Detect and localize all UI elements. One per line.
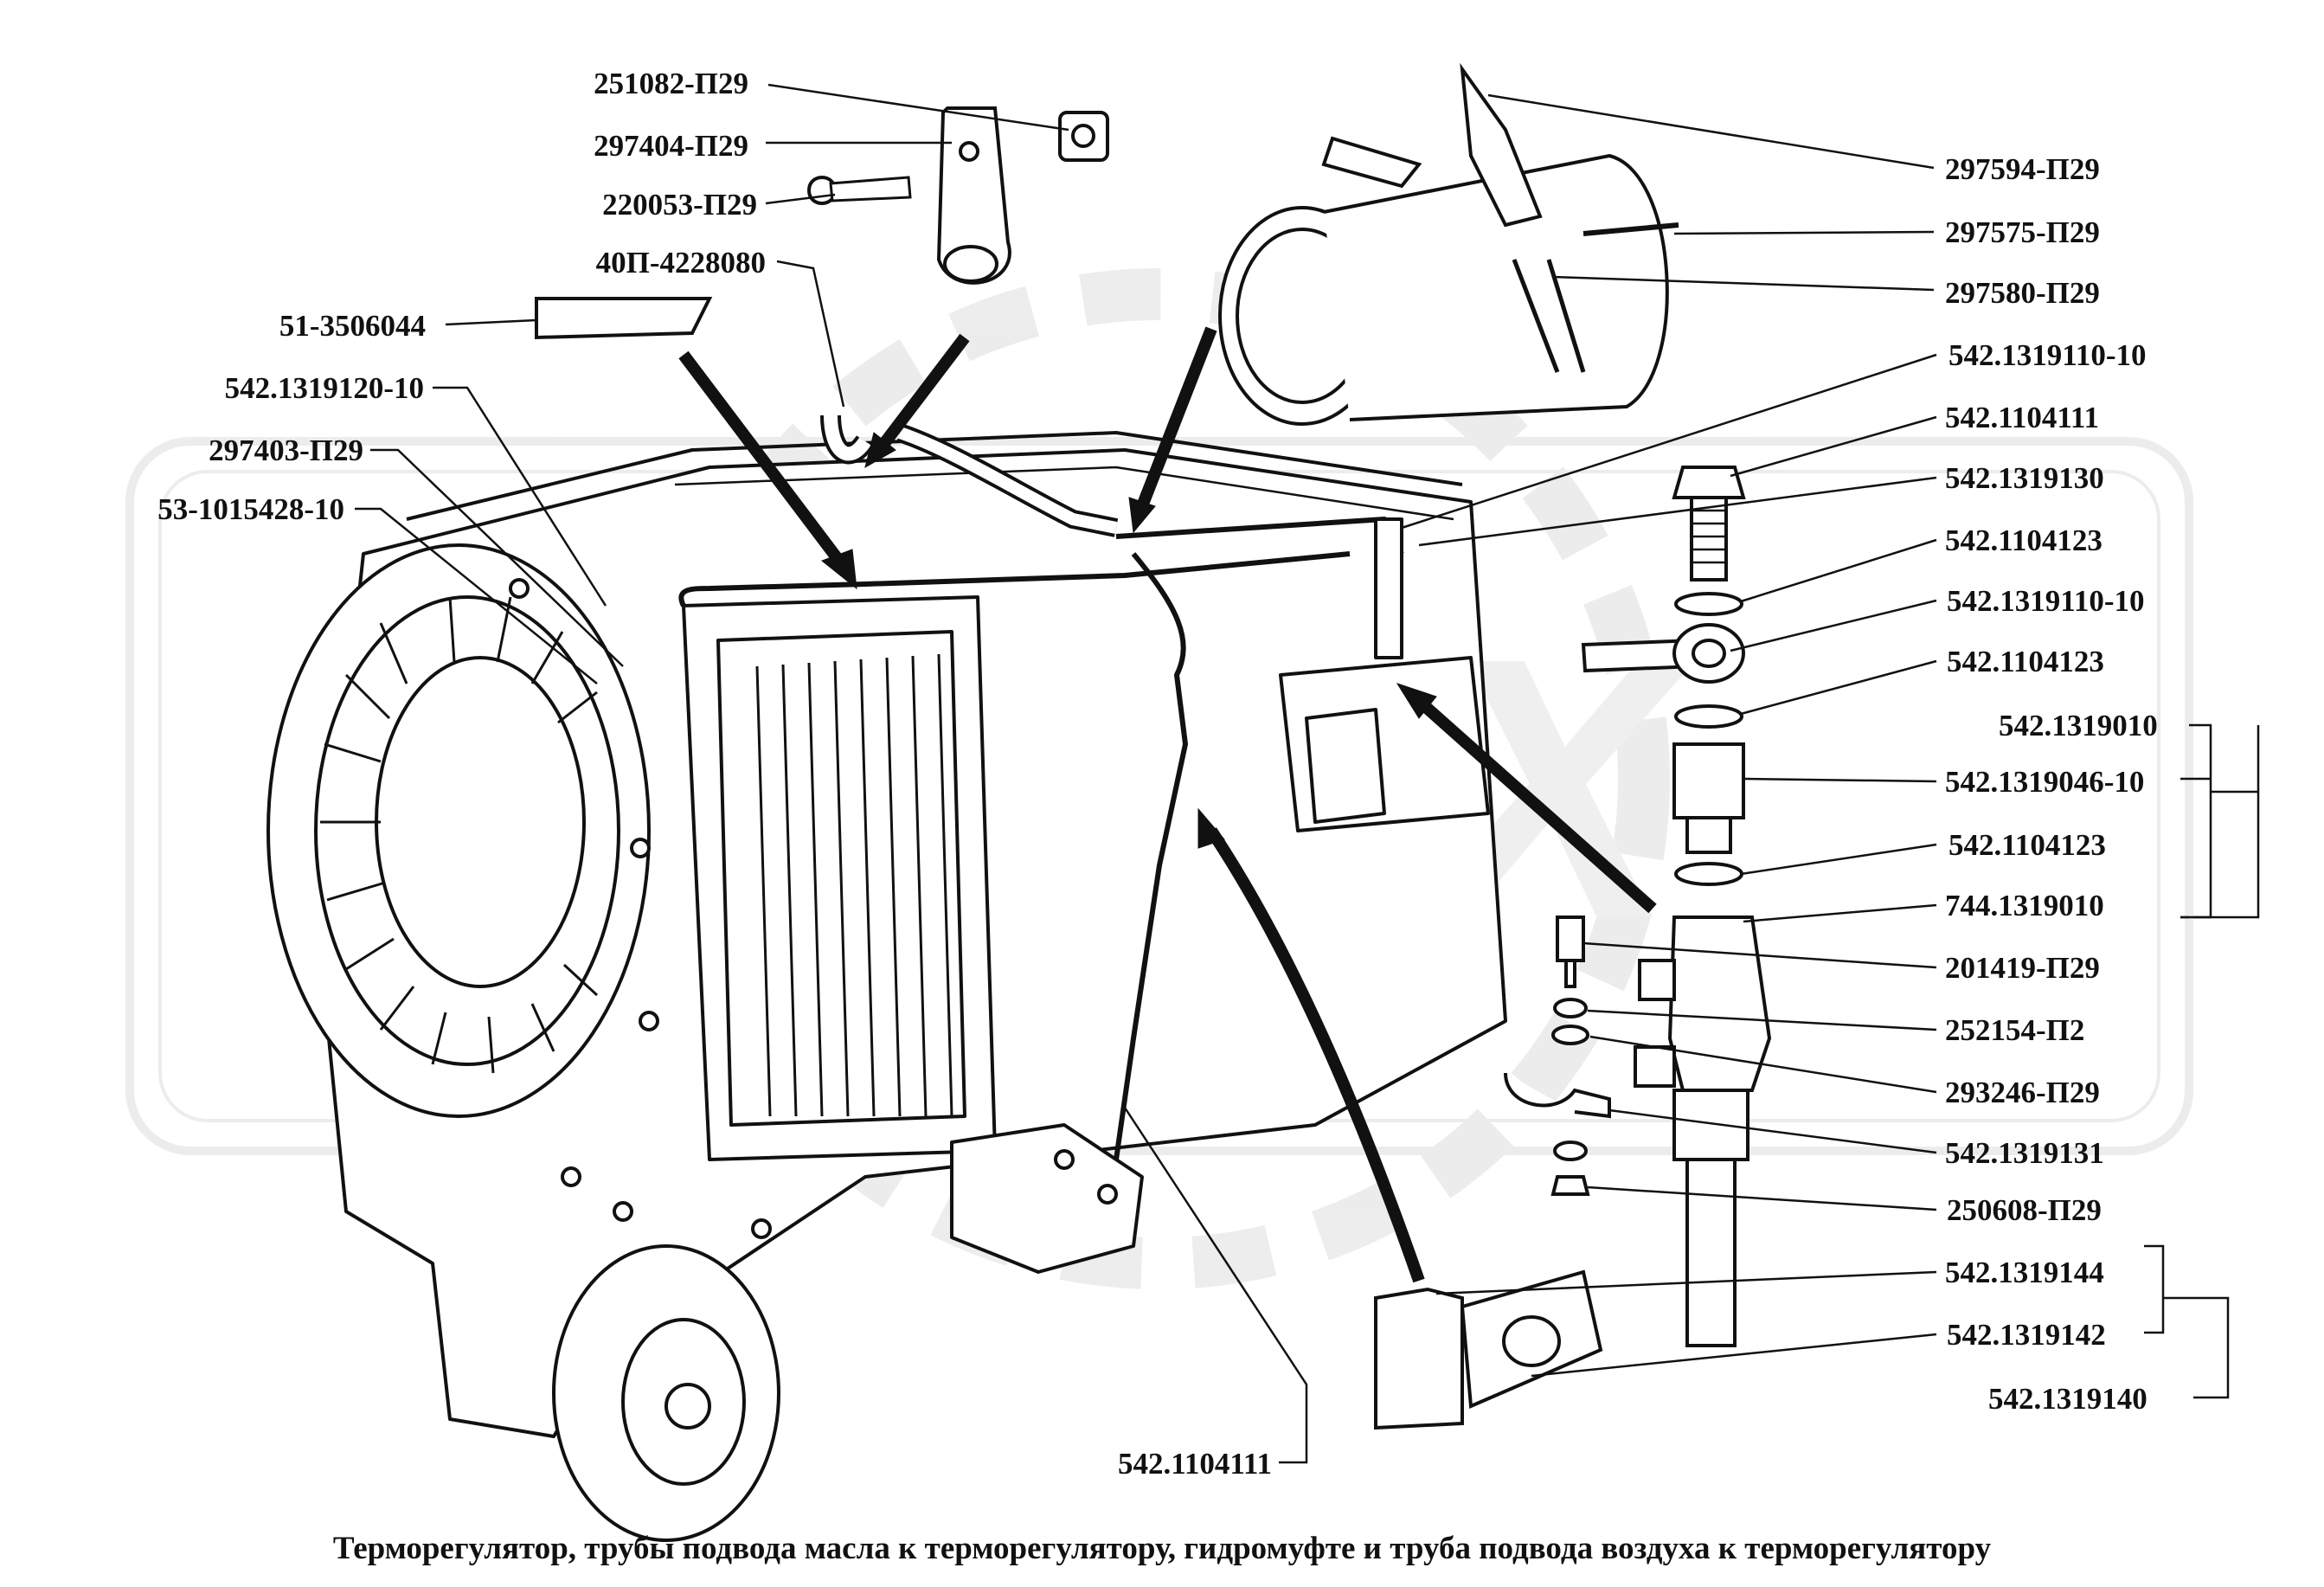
label-53-1015428-10: 53-1015428-10 [157,492,344,526]
label-542-1104123-a: 542.1104123 [1945,524,2103,557]
exploded-parts [535,62,1772,1430]
label-542-1319046-10: 542.1319046-10 [1945,765,2144,799]
label-297594-p29: 297594-П29 [1945,152,2100,186]
label-220053-p29: 220053-П29 [602,188,757,222]
engine-illustration [266,414,1507,1542]
label-542-1319110-10: 542.1319110-10 [1947,584,2144,618]
label-542-1319140: 542.1319140 [1988,1382,2147,1416]
label-250608-p29: 250608-П29 [1947,1193,2102,1227]
label-542-1319130: 542.1319130 [1945,461,2104,495]
label-542-1319120-10: 542.1319120-10 [225,371,424,405]
label-542-1104111-bottom: 542.1104111 [1118,1447,1272,1481]
label-297404-p29: 297404-П29 [594,129,748,163]
leader-lines [355,83,2260,1464]
label-542-1319131: 542.1319131 [1945,1136,2104,1170]
label-252154-p2: 252154-П2 [1945,1013,2084,1047]
label-542-1104111-top: 542.1104111 [1945,401,2099,434]
label-293246-p29: 293246-П29 [1945,1076,2100,1109]
label-542-1319142: 542.1319142 [1947,1318,2106,1352]
label-40p-4228080: 40П-4228080 [596,246,766,279]
label-297403-p29: 297403-П29 [209,434,363,467]
label-297575-p29: 297575-П29 [1945,215,2100,249]
label-251082-p29: 251082-П29 [594,67,748,100]
label-744-1319010: 744.1319010 [1945,889,2104,922]
label-542-1319144: 542.1319144 [1945,1256,2104,1289]
label-542-1104123-b: 542.1104123 [1947,645,2104,678]
part-labels: 251082-П29 297404-П29 220053-П29 40П-422… [157,67,2158,1481]
label-51-3506044: 51-3506044 [279,309,426,343]
clamp-part [936,106,1011,285]
label-542-1319110-10-top: 542.1319110-10 [1948,338,2146,372]
label-542-1319010: 542.1319010 [1999,709,2158,742]
label-297580-p29: 297580-П29 [1945,276,2100,310]
plate-part [535,297,713,340]
label-542-1104123-c: 542.1104123 [1948,828,2106,862]
label-201419-p29: 201419-П29 [1945,951,2100,985]
figure-caption: Терморегулятор, трубы подвода масла к те… [332,1531,1992,1566]
pointer-arrows [678,326,1657,1283]
